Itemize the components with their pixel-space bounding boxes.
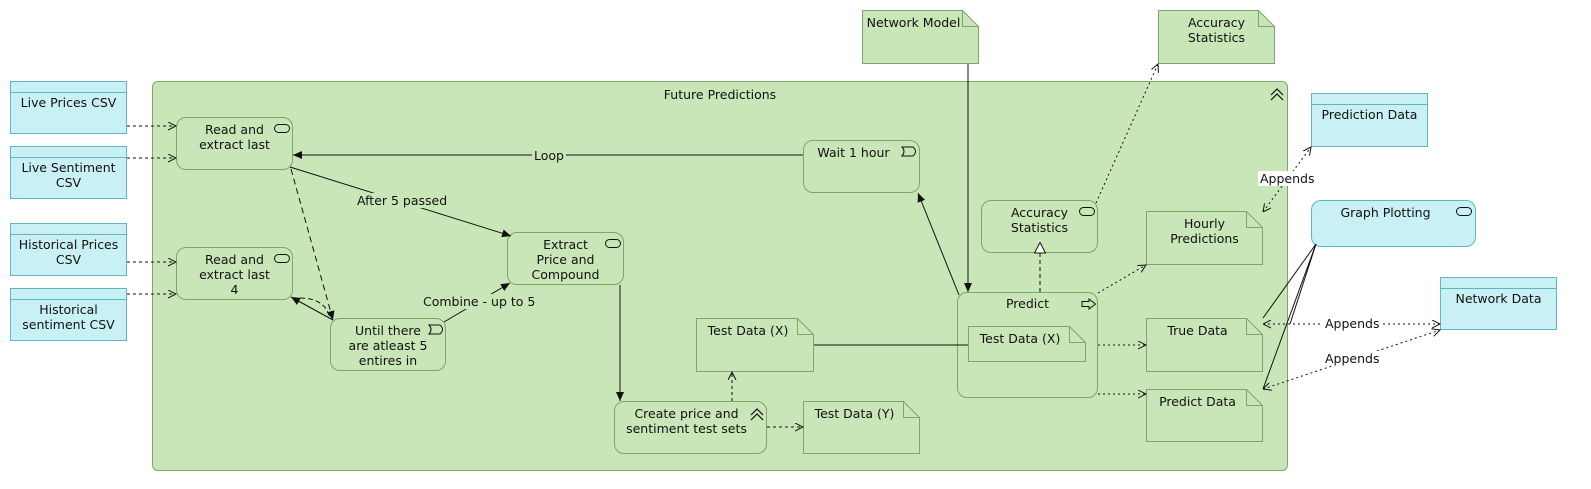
folded-note-shape [968, 326, 1086, 362]
read-extract-last-4-process[interactable]: Read and extract last 4 [176, 247, 293, 300]
flow-read4-to-until [290, 296, 334, 321]
flow-graph-to-true [1289, 243, 1317, 325]
collapse-icon [1270, 88, 1284, 101]
folded-note-shape [862, 10, 979, 64]
until-entries-event[interactable]: Until there are atleast 5 entires in [330, 318, 446, 371]
predict-data-object[interactable]: Predict Data [1146, 389, 1263, 442]
extract-price-compound-process[interactable]: Extract Price and Compound [507, 232, 624, 285]
read-extract-last-process[interactable]: Read and extract last [176, 117, 293, 170]
historical-prices-csv[interactable]: Historical Prices CSV [10, 223, 127, 276]
accuracy-statistics-object[interactable]: Accuracy Statistics [1158, 10, 1275, 64]
edge-label-appends-mid: Appends [1323, 316, 1382, 331]
flow-appends-predict [1263, 330, 1440, 389]
test-data-x-object[interactable]: Test Data (X) [696, 318, 814, 372]
edge-label-loop: Loop [532, 148, 566, 163]
edge-label-appends-top: Appends [1258, 171, 1317, 186]
test-data-y-object[interactable]: Test Data (Y) [803, 401, 920, 454]
edge-label-after-5: After 5 passed [355, 193, 450, 208]
flow-read4-curve [299, 297, 331, 319]
flow-accuracy-to-object [1095, 64, 1158, 204]
flow-predict-to-wait [917, 192, 960, 296]
network-data-object[interactable]: Network Data [1440, 277, 1557, 330]
event-icon [428, 324, 443, 335]
flow-true-to-graph [1262, 243, 1317, 319]
process-icon [274, 124, 290, 133]
historical-sentiment-csv[interactable]: Historical sentiment CSV [10, 288, 127, 341]
prediction-data-object[interactable]: Prediction Data [1311, 93, 1428, 147]
hourly-predictions-object[interactable]: Hourly Predictions [1146, 211, 1263, 265]
collapse-icon [750, 408, 764, 421]
process-icon [605, 239, 621, 248]
create-test-sets-process[interactable]: Create price and sentiment test sets [614, 401, 767, 454]
folded-note-shape [803, 401, 920, 454]
edge-label-combine: Combine - up to 5 [421, 294, 538, 309]
test-data-x-inner-object[interactable]: Test Data (X) [968, 326, 1086, 362]
live-sentiment-csv[interactable]: Live Sentiment CSV [10, 146, 127, 199]
folded-note-shape [1146, 211, 1263, 265]
process-icon [1079, 207, 1095, 216]
edge-label-appends-bottom: Appends [1323, 351, 1382, 366]
function-arrow-icon [1081, 298, 1097, 310]
live-prices-csv[interactable]: Live Prices CSV [10, 81, 127, 134]
network-model-object[interactable]: Network Model [862, 10, 979, 64]
flow-predict-to-hourly [1097, 265, 1146, 294]
flow-predict-to-graph [1262, 243, 1317, 390]
folded-note-shape [1146, 389, 1263, 442]
wait-1-hour-event[interactable]: Wait 1 hour [803, 140, 920, 193]
graph-plotting-component[interactable]: Graph Plotting [1311, 200, 1476, 247]
event-icon [901, 146, 916, 157]
folded-note-shape [696, 318, 814, 372]
flow-read-to-until [290, 168, 335, 321]
service-icon [1456, 207, 1472, 216]
group-title: Future Predictions [663, 87, 777, 102]
process-icon [274, 254, 290, 263]
folded-note-shape [1158, 10, 1275, 64]
